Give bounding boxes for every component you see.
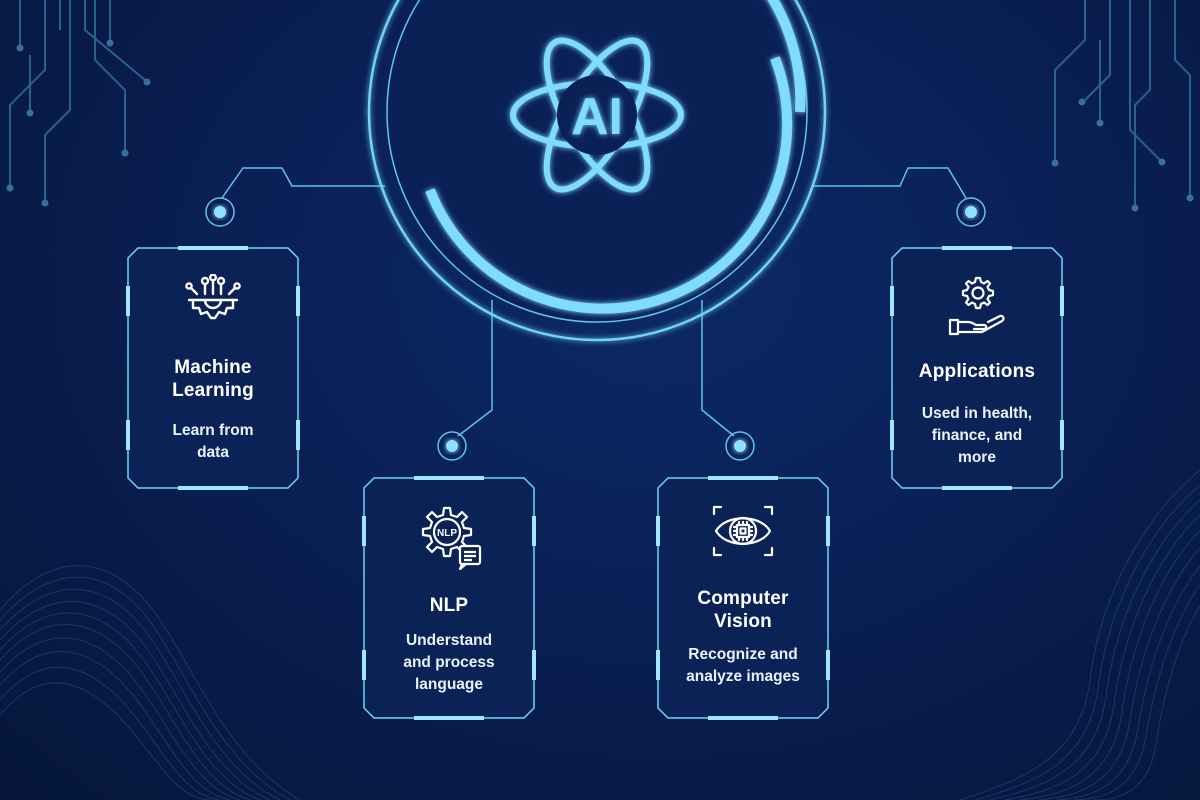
hand-gear-icon — [948, 276, 1005, 336]
card-desc-line: Understand — [405, 632, 493, 649]
card-title-line: Learning — [172, 380, 254, 401]
eye-chip-icon — [712, 505, 774, 557]
svg-text:NLP: NLP — [437, 528, 457, 539]
card-title-line: Applications — [918, 361, 1036, 382]
card-title-line: Machine — [174, 357, 252, 378]
connector-nodes — [205, 197, 986, 461]
card-desc-line: finance, and — [931, 427, 1023, 444]
hub-label: AI — [571, 88, 623, 146]
card-desc-line: Learn from — [172, 422, 254, 439]
card-title-line: Computer — [697, 588, 789, 609]
ai-hub — [367, 0, 827, 342]
card-desc-line: data — [197, 444, 229, 461]
card-desc-line: more — [958, 449, 996, 466]
node-machine-learning — [205, 197, 235, 227]
nlp-gear-icon: NLP — [421, 506, 482, 570]
gear-circuit-icon — [185, 274, 241, 320]
wave-pattern-right — [959, 469, 1200, 800]
card-applications: Applications Used in health, finance, an… — [888, 246, 1066, 490]
node-applications — [956, 197, 986, 227]
card-machine-learning: Machine Learning Learn from data — [124, 246, 302, 490]
circuit-traces-left — [6, 0, 151, 207]
connector-nlp — [457, 300, 493, 437]
wave-pattern-left — [0, 565, 301, 800]
card-title-line: NLP — [429, 595, 469, 616]
card-desc-line: Recognize and — [688, 646, 798, 663]
card-desc-line: Used in health, — [921, 405, 1033, 422]
connector-machine-learning — [221, 167, 385, 199]
hub-progress-arc — [425, 56, 793, 314]
card-nlp: NLP NLP Understand and process language — [360, 476, 538, 720]
card-desc-line: language — [414, 676, 484, 693]
circuit-traces-right — [1051, 0, 1194, 212]
connector-computer-vision — [701, 300, 735, 437]
node-computer-vision — [725, 431, 755, 461]
connector-applications — [812, 167, 967, 199]
card-computer-vision: Computer Vision Recognize and analyze im… — [654, 476, 832, 720]
connector-lines — [221, 167, 967, 437]
node-nlp — [437, 431, 467, 461]
card-desc-line: and process — [403, 654, 495, 671]
card-title-line: Vision — [714, 611, 772, 632]
card-desc-line: analyze images — [686, 668, 800, 685]
